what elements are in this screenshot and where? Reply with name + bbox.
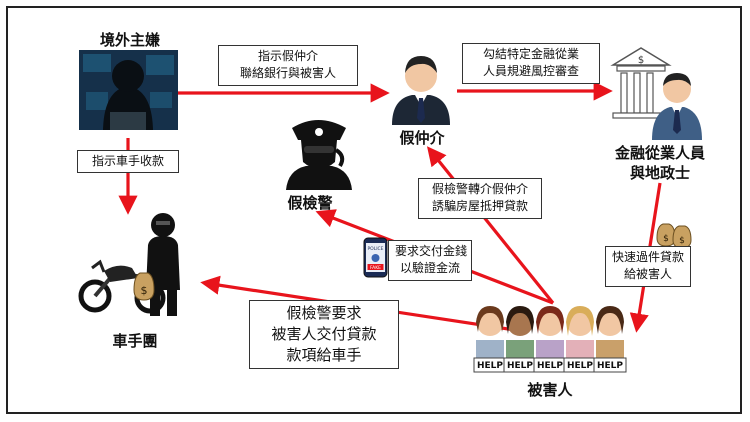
node-fake-agent: 假仲介 xyxy=(399,129,445,147)
node-fake-police: 假檢警 xyxy=(287,194,333,212)
edge-label-police-refer-agent: 假檢警轉介假仲介 誘騙房屋抵押貸款 xyxy=(418,178,542,219)
edge-label-victims-to-courier: 假檢警要求 被害人交付貸款 款項給車手 xyxy=(249,300,399,369)
edge-label-police-demand-money: 要求交付金錢 以驗證金流 xyxy=(388,240,472,281)
arrow-victims-to-agent xyxy=(426,146,555,305)
edge-label-financial-to-victims: 快速過件貸款 給被害人 xyxy=(605,246,691,287)
diagram-frame xyxy=(6,6,742,414)
edge-label-mastermind-to-courier: 指示車手收款 xyxy=(77,150,179,174)
node-victims: 被害人 xyxy=(527,381,573,399)
edge-label-agent-to-financial: 勾結特定金融從業 人員規避風控審查 xyxy=(462,43,600,84)
edge-label-mastermind-to-agent: 指示假仲介 聯絡銀行與被害人 xyxy=(218,45,358,86)
node-mastermind: 境外主嫌 xyxy=(99,31,160,49)
node-courier: 車手團 xyxy=(112,332,158,350)
node-financial: 金融從業人員 與地政士 xyxy=(614,144,705,183)
